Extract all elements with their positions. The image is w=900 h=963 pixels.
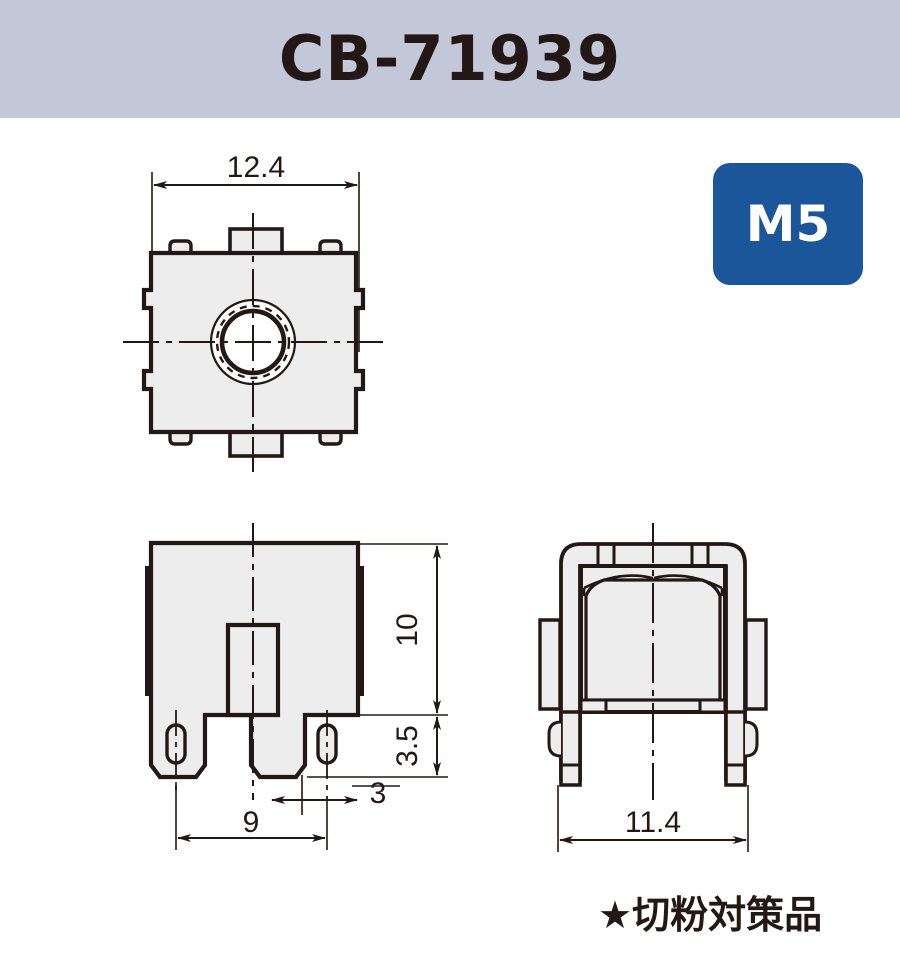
dimension-label-front-leg-offset: 3 — [370, 777, 387, 810]
dimension-label-front-leg-span: 9 — [243, 806, 260, 839]
dimension-label-front-leg-height: 3.5 — [391, 725, 424, 767]
top-view — [123, 172, 385, 472]
front-view-extension-lines — [307, 543, 448, 778]
side-view-left-leg-clip — [547, 720, 562, 758]
side-view — [538, 523, 768, 852]
top-view-clip-bottom-left — [168, 431, 193, 446]
badge-label: M5 — [745, 195, 831, 253]
side-view-right-leg-clip — [744, 720, 759, 758]
top-view-upper-tab — [228, 227, 284, 257]
front-view-center-boss — [225, 622, 281, 718]
side-view-bottom-notch-left — [579, 698, 608, 714]
dimension-label-front-height: 10 — [391, 613, 424, 646]
top-view-center-lines — [123, 213, 385, 472]
side-view-left-wing — [538, 618, 562, 711]
side-view-right-wing — [744, 618, 768, 711]
top-view-clip-top-right — [318, 239, 343, 254]
top-view-clip-bottom-right — [318, 431, 343, 446]
header-band: CB-71939 — [0, 0, 900, 118]
side-view-dome-body — [584, 578, 722, 702]
thread-size-badge: M5 — [713, 163, 863, 285]
side-view-extension-lines — [557, 785, 749, 852]
front-view — [145, 523, 448, 850]
dimension-label-side-width: 11.4 — [625, 806, 681, 839]
side-view-left-leg — [559, 710, 582, 787]
front-view-dim9-extension-lines — [175, 782, 328, 850]
dimension-label-top-width: 12.4 — [227, 151, 285, 184]
side-view-top-slots — [596, 545, 710, 566]
front-view-dim3-extension-lines — [301, 775, 400, 815]
top-view-clip-top-left — [168, 239, 193, 254]
top-view-bore-dashed-circle — [215, 304, 291, 380]
chip-countermeasure-note: ★切粉対策品 — [598, 893, 823, 937]
page-title: CB-71939 — [278, 22, 622, 95]
side-view-right-leg — [724, 710, 747, 787]
side-view-bottom-notch-right — [698, 698, 727, 714]
